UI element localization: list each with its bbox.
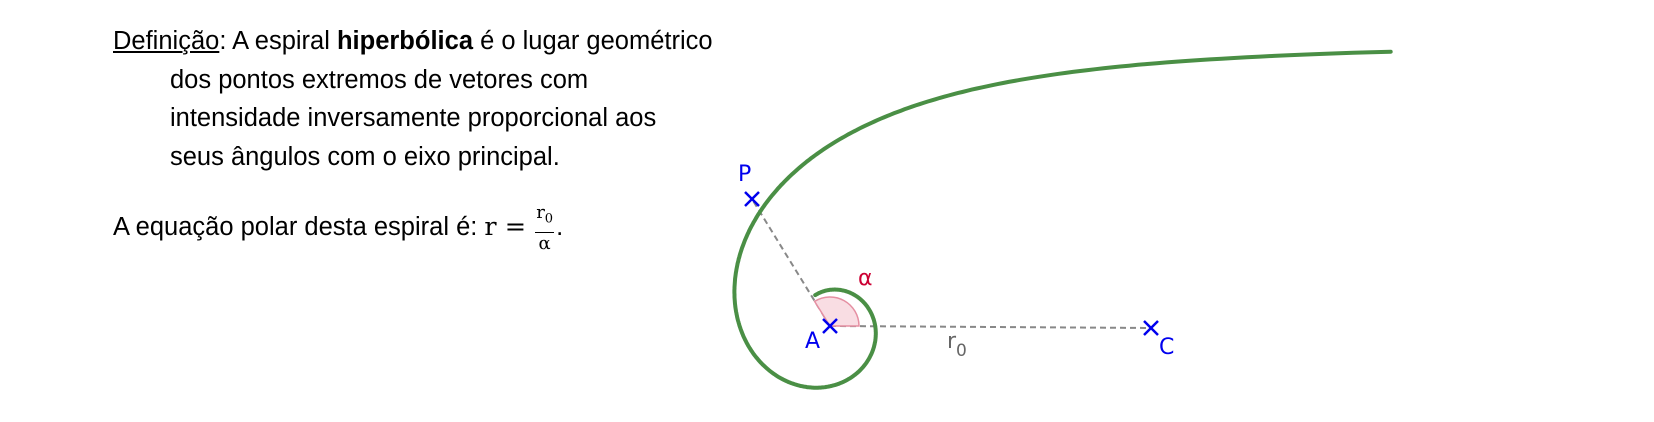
point-a-marker (822, 318, 838, 334)
equation-lhs: r = (484, 212, 527, 243)
fraction-denominator: α (538, 232, 551, 254)
segment-r-subscript: 0 (956, 341, 967, 361)
definition-bold-word: hiperbólica (336, 27, 473, 55)
point-p-label: P (738, 162, 751, 187)
numerator-r: r (536, 202, 545, 223)
fraction-numerator: r0 (535, 202, 555, 233)
angle-alpha-label: α (858, 266, 873, 291)
segment-r-letter: r (947, 329, 957, 354)
definition-text-before-bold: : A espiral (219, 27, 337, 55)
definition-text-block: Definição: A espiral hiperbólica é o lug… (113, 22, 713, 254)
definition-term: Definição (113, 27, 220, 55)
definition-paragraph: Definição: A espiral hiperbólica é o lug… (113, 22, 713, 176)
segment-r0-label: r0 (947, 329, 967, 361)
segment-a-c (829, 325, 1152, 329)
point-c-marker (1143, 320, 1159, 336)
hyperbolic-spiral-curve (732, 49, 1393, 390)
numerator-subscript: 0 (544, 211, 554, 227)
angle-alpha-sector (813, 296, 860, 327)
definition-text-after-bold: é o lugar geométrico dos pontos extremos… (170, 27, 713, 171)
equation-intro: A equação polar desta espiral é: (113, 213, 485, 242)
point-a-label: A (805, 329, 820, 354)
point-c-label: C (1159, 335, 1174, 360)
point-p-marker (744, 191, 760, 207)
equation-end: . (556, 213, 564, 242)
